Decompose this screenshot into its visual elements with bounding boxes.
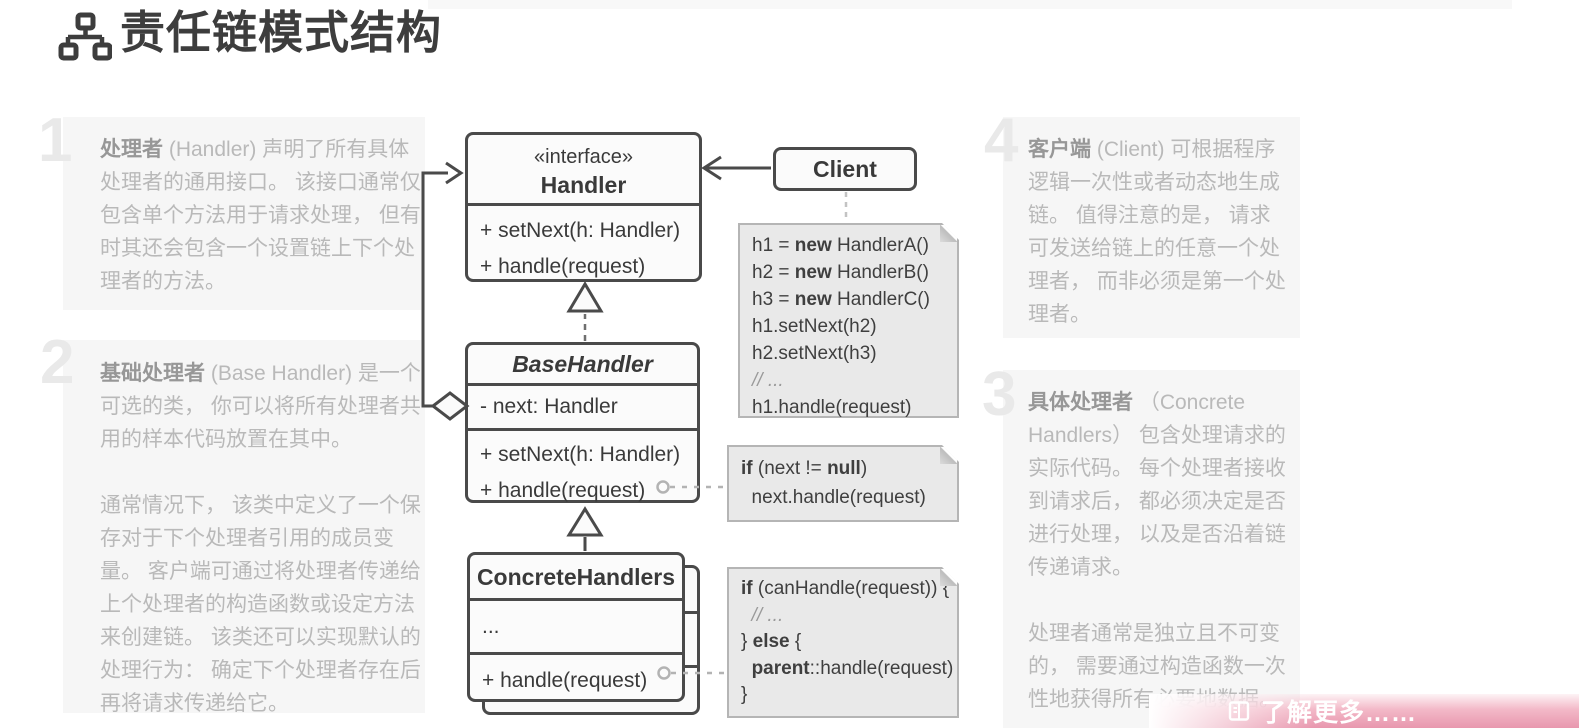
handler-method-handle: + handle(request): [480, 255, 646, 278]
handler-methods: + setNext(h: Handler) + handle(request): [468, 206, 699, 282]
annotation-1-number: 1: [38, 106, 73, 175]
concretehandlers-methods: + handle(request): [470, 655, 682, 696]
annotation-4-body: (Client) 可根据程序逻辑一次性或者动态地生成链。 值得注意的是， 请求可…: [1028, 138, 1286, 326]
annotation-2-paragraph-2: 通常情况下， 该类中定义了一个保存对于下个处理者引用的成员变量。 客户端可通过将…: [100, 494, 421, 715]
annotation-2-paragraph-1: 基础处理者 (Base Handler) 是一个可选的类， 你可以将所有处理者共…: [100, 357, 422, 456]
concretehandlers-class-name: ConcreteHandlers: [476, 563, 676, 590]
annotation-3-paragraph-1: 具体处理者 （Concrete Handlers） 包含处理请求的实际代码。 每…: [1028, 386, 1286, 584]
annotation-2-background: [63, 340, 425, 713]
page-title: 责任链模式结构: [120, 7, 443, 58]
basehandler-realization-arrow: [566, 281, 604, 341]
handler-class-name: Handler: [540, 172, 627, 198]
client-to-handler-arrow: [701, 155, 771, 181]
sitemap-icon: [58, 12, 113, 62]
annotation-1-background: [63, 117, 425, 310]
uml-class-basehandler: BaseHandler - next: Handler + setNext(h:…: [465, 342, 700, 503]
handler-header: «interface» Handler: [468, 135, 699, 206]
annotation-3-text: 具体处理者 （Concrete Handlers） 包含处理请求的实际代码。 每…: [1028, 386, 1286, 716]
learn-more-label: 了解更多……: [1261, 699, 1418, 727]
basehandler-method-setnext: + setNext(h: Handler): [480, 443, 681, 466]
top-edge-strip: [428, 0, 1512, 9]
concrete-inheritance-arrow: [566, 506, 604, 551]
basehandler-attr-next: - next: Handler: [480, 395, 618, 418]
annotation-4-background: [1003, 117, 1300, 338]
uml-class-handler-interface: «interface» Handler + setNext(h: Handler…: [465, 132, 702, 282]
basehandler-class-name: BaseHandler: [512, 351, 653, 377]
basehandler-methods: + setNext(h: Handler) + handle(request): [468, 431, 697, 506]
annotation-2-body: (Base Handler) 是一个可选的类， 你可以将所有处理者共用的样本代码…: [100, 362, 421, 451]
annotation-3-term: 具体处理者: [1028, 391, 1133, 414]
learn-more-banner[interactable]: 了解更多……: [1149, 694, 1579, 728]
concretehandlers-attr-ellipsis: ...: [482, 614, 500, 638]
learn-more-content: 了解更多……: [1149, 693, 1417, 728]
annotation-4-number: 4: [984, 106, 1019, 175]
basehandler-attributes: - next: Handler: [468, 386, 697, 431]
note-basehandler-handle-code: if (next != null) next.handle(request): [727, 445, 959, 522]
aggregation-next-to-handler: [421, 161, 470, 421]
concretehandlers-header: ConcreteHandlers: [470, 555, 682, 601]
note-client-code: h1 = new HandlerA()h2 = new HandlerB()h3…: [738, 223, 959, 418]
annotation-1-term: 处理者: [100, 138, 163, 161]
concretehandlers-attributes: ...: [470, 601, 682, 655]
annotation-1-text: 处理者 (Handler) 声明了所有具体处理者的通用接口。 该接口通常仅包含单…: [100, 133, 422, 298]
note-concretehandler-handle-code: if (canHandle(request)) { // ...} else {…: [727, 567, 959, 718]
basehandler-header: BaseHandler: [468, 345, 697, 386]
client-class-name: Client: [813, 156, 877, 182]
handler-stereotype: «interface»: [534, 146, 633, 168]
annotation-4-term: 客户端: [1028, 138, 1091, 161]
aggregation-diamond: [430, 391, 470, 421]
annotation-2-number: 2: [40, 328, 75, 397]
annotation-3-body: （Concrete Handlers） 包含处理请求的实际代码。 每个处理者接收…: [1028, 391, 1286, 579]
annotation-3-number: 3: [982, 360, 1017, 429]
book-icon: [1228, 701, 1250, 721]
uml-class-client: Client: [773, 147, 917, 191]
basehandler-method-handle: + handle(request): [480, 479, 646, 502]
annotation-2-term: 基础处理者: [100, 362, 205, 385]
annotation-4-text: 客户端 (Client) 可根据程序逻辑一次性或者动态地生成链。 值得注意的是，…: [1028, 133, 1286, 331]
uml-class-concretehandlers: ConcreteHandlers ... + handle(request): [467, 552, 685, 702]
annotation-2-text: 基础处理者 (Base Handler) 是一个可选的类， 你可以将所有处理者共…: [100, 357, 422, 720]
annotation-1-body: (Handler) 声明了所有具体处理者的通用接口。 该接口通常仅包含单个方法用…: [100, 138, 421, 293]
annotation-3-background: [1003, 370, 1300, 728]
concretehandlers-method-handle: + handle(request): [482, 669, 648, 692]
handler-method-setnext: + setNext(h: Handler): [480, 219, 681, 242]
